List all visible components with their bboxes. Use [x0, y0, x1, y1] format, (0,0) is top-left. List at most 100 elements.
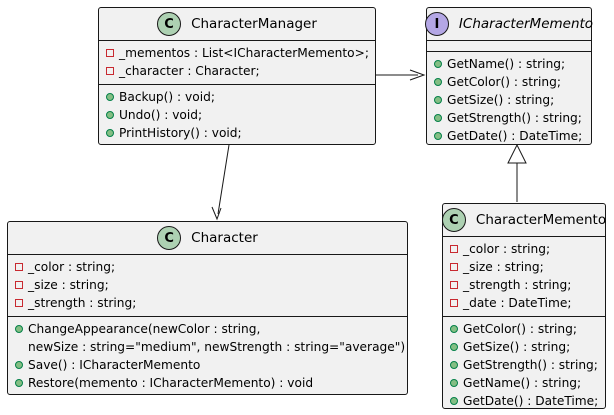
method-row: GetSize() : string; — [427, 91, 591, 109]
class-name: CharacterMemento — [475, 212, 607, 228]
realization-triangle — [507, 143, 527, 164]
field-text: _mementos : List<ICharacterMemento>; — [119, 46, 369, 60]
method-text: GetSize() : string; — [447, 93, 555, 107]
method-row: Save() : ICharacterMemento — [8, 356, 407, 374]
method-text: Undo() : void; — [119, 108, 203, 122]
class-character[interactable]: C Character _color : string; _size : str… — [7, 221, 408, 395]
fields-section: _color : string; _size : string; _streng… — [443, 237, 605, 316]
class-stereotype-icon: C — [157, 226, 182, 250]
public-icon — [105, 106, 115, 124]
interface-header: I ICharacterMemento — [424, 8, 594, 40]
method-text: ChangeAppearance(newColor : string, newS… — [28, 320, 405, 356]
private-icon — [449, 258, 459, 276]
method-row: GetDate() : DateTime; — [443, 392, 605, 410]
edge-manager-to-character — [217, 144, 230, 215]
field-text: _strength : string; — [463, 278, 572, 292]
method-row: GetStrength() : string; — [427, 109, 591, 127]
public-icon — [433, 109, 443, 127]
private-icon — [105, 62, 115, 80]
class-stereotype-icon: C — [441, 208, 466, 232]
class-header: C CharacterManager — [99, 8, 375, 40]
public-icon — [14, 356, 24, 374]
private-icon — [14, 276, 24, 294]
method-text-line: ChangeAppearance(newColor : string, — [28, 322, 261, 336]
methods-section: GetColor() : string; GetSize() : string;… — [443, 317, 605, 410]
private-icon — [14, 258, 24, 276]
method-text: Restore(memento : ICharacterMemento) : v… — [28, 376, 314, 390]
public-icon — [105, 88, 115, 106]
methods-section: Backup() : void; Undo() : void; PrintHis… — [99, 85, 375, 142]
method-row: GetColor() : string; — [443, 320, 605, 338]
field-row: _strength : string; — [8, 294, 407, 312]
field-text: _color : string; — [463, 242, 551, 256]
public-icon — [14, 320, 24, 338]
field-text: _date : DateTime; — [463, 296, 572, 310]
method-text: Backup() : void; — [119, 90, 215, 104]
method-text: GetDate() : DateTime; — [447, 129, 583, 143]
method-text: GetColor() : string; — [447, 75, 561, 89]
field-row: _character : Character; — [99, 62, 375, 80]
field-row: _color : string; — [443, 240, 605, 258]
private-icon — [14, 294, 24, 312]
field-row: _size : string; — [443, 258, 605, 276]
interface-stereotype-icon: I — [424, 12, 449, 36]
divider — [427, 51, 591, 52]
method-row: GetDate() : DateTime; — [427, 127, 591, 145]
method-text: PrintHistory() : void; — [119, 126, 242, 140]
method-text: Save() : ICharacterMemento — [28, 358, 201, 372]
class-header: C CharacterMemento — [441, 204, 607, 236]
field-text: _size : string; — [28, 278, 109, 292]
field-row: _date : DateTime; — [443, 294, 605, 312]
private-icon — [449, 276, 459, 294]
method-row: GetColor() : string; — [427, 73, 591, 91]
interface-icharactermemento[interactable]: I ICharacterMemento GetName() : string; … — [424, 7, 594, 145]
field-text: _character : Character; — [119, 64, 260, 78]
divider — [427, 40, 591, 41]
divider — [99, 84, 375, 85]
empty-fields-section — [427, 41, 591, 51]
field-row: _mementos : List<ICharacterMemento>; — [99, 44, 375, 62]
public-icon — [449, 320, 459, 338]
class-charactermanager[interactable]: C CharacterManager _mementos : List<ICha… — [98, 7, 376, 145]
divider — [99, 40, 375, 41]
private-icon — [449, 240, 459, 258]
method-row: Undo() : void; — [99, 106, 375, 124]
arrowhead-manager-to-memento-interface — [409, 69, 426, 81]
field-row: _size : string; — [8, 276, 407, 294]
method-row: PrintHistory() : void; — [99, 124, 375, 142]
divider — [443, 316, 605, 317]
private-icon — [449, 294, 459, 312]
field-row: _strength : string; — [443, 276, 605, 294]
public-icon — [449, 356, 459, 374]
class-charactermemento[interactable]: C CharacterMemento _color : string; _siz… — [441, 203, 607, 410]
public-icon — [433, 55, 443, 73]
method-text: GetSize() : string; — [463, 340, 571, 354]
interface-name: ICharacterMemento — [458, 16, 594, 32]
class-name: CharacterManager — [191, 16, 317, 32]
public-icon — [433, 73, 443, 91]
method-row: ChangeAppearance(newColor : string, newS… — [8, 320, 407, 356]
divider — [443, 236, 605, 237]
arrowhead-manager-to-character — [211, 206, 222, 221]
method-row: GetStrength() : string; — [443, 356, 605, 374]
divider — [8, 316, 407, 317]
method-row: Restore(memento : ICharacterMemento) : v… — [8, 374, 407, 392]
private-icon — [105, 44, 115, 62]
field-text: _color : string; — [28, 260, 116, 274]
public-icon — [449, 374, 459, 392]
method-text: GetStrength() : string; — [447, 111, 582, 125]
public-icon — [449, 338, 459, 356]
fields-section: _color : string; _size : string; _streng… — [8, 255, 407, 316]
method-row: Backup() : void; — [99, 88, 375, 106]
public-icon — [433, 127, 443, 145]
methods-section: ChangeAppearance(newColor : string, newS… — [8, 317, 407, 392]
method-text: GetName() : string; — [463, 376, 582, 390]
fields-section: _mementos : List<ICharacterMemento>; _ch… — [99, 41, 375, 84]
public-icon — [105, 124, 115, 142]
class-name: Character — [191, 230, 258, 246]
method-text: GetName() : string; — [447, 57, 566, 71]
method-text: GetStrength() : string; — [463, 358, 598, 372]
field-text: _strength : string; — [28, 296, 137, 310]
method-row: GetSize() : string; — [443, 338, 605, 356]
